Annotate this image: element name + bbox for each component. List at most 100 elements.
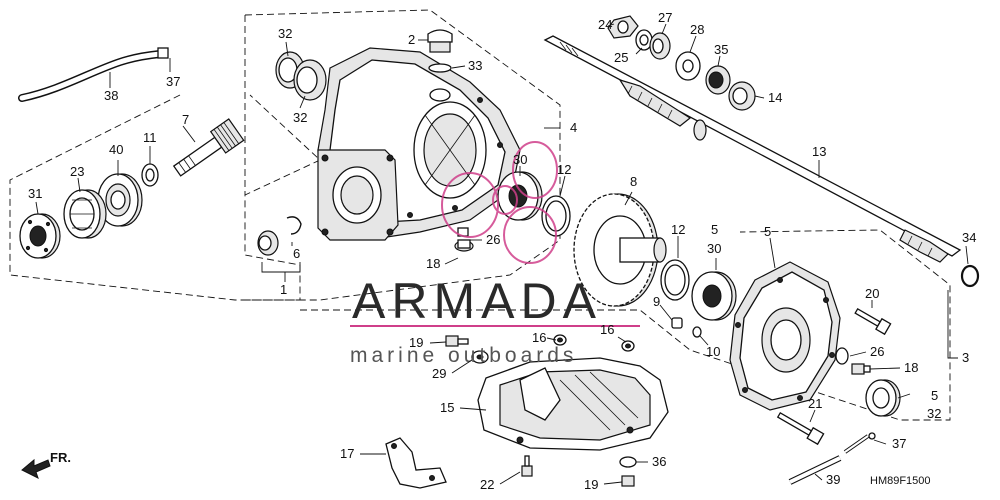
assembly-outline-4 <box>244 9 561 301</box>
callout-5-mid: 5 <box>711 222 718 237</box>
callout-26-left: 26 <box>486 232 500 247</box>
callout-9: 9 <box>653 294 660 309</box>
washer-29 <box>471 350 489 364</box>
callout-33: 33 <box>468 58 482 73</box>
shim-right <box>660 259 690 301</box>
callout-35: 35 <box>714 42 728 57</box>
callout-20: 20 <box>865 286 879 301</box>
dowel-pin <box>671 317 683 329</box>
callout-32-lower: 32 <box>293 110 307 125</box>
cover-bolt-20 <box>854 307 892 336</box>
callout-2: 2 <box>408 32 415 47</box>
callout-34: 34 <box>962 230 976 245</box>
callout-28: 28 <box>690 22 704 37</box>
callout-12-left: 12 <box>557 162 571 177</box>
callout-6: 6 <box>293 246 300 261</box>
shim-washer <box>141 163 159 187</box>
case-bearing <box>497 171 543 221</box>
output-oil-seal <box>865 379 901 417</box>
callout-12-right: 12 <box>671 222 685 237</box>
o-ring <box>428 63 452 73</box>
watermark-logo: ARMADA marine outboards <box>350 273 640 367</box>
breather-cap <box>427 29 453 53</box>
callout-labels: 37 38 40 11 7 23 31 32 32 2 33 4 30 12 8… <box>28 10 976 492</box>
circlip <box>960 264 980 288</box>
assembly-outline-1 <box>9 94 321 301</box>
callout-4: 4 <box>570 120 577 135</box>
callout-22: 22 <box>480 477 494 492</box>
gear-case-cover <box>729 261 841 411</box>
callout-15: 15 <box>440 400 454 415</box>
output-bearing <box>691 271 737 321</box>
drain-bolt <box>454 227 474 252</box>
callout-37-right: 37 <box>892 436 906 451</box>
front-marker-text: FR. <box>50 450 71 465</box>
callout-30-right: 30 <box>707 241 721 256</box>
callout-26-right: 26 <box>870 344 884 359</box>
callout-5-cover: 5 <box>764 224 771 239</box>
callout-36: 36 <box>652 454 666 469</box>
watermark-title: ARMADA <box>352 273 602 329</box>
callout-5-seal: 5 <box>931 388 938 403</box>
callout-16-right: 16 <box>600 322 614 337</box>
spacer-28 <box>675 51 701 81</box>
assembly-outline-3 <box>300 229 951 421</box>
washer-36 <box>619 456 637 468</box>
pinion-gear <box>172 118 245 177</box>
callout-19-bottom: 19 <box>584 477 598 492</box>
ring-gear <box>573 193 667 307</box>
breather-hose <box>18 47 169 102</box>
callout-16-left: 16 <box>532 330 546 345</box>
small-washer <box>692 326 702 338</box>
callout-38: 38 <box>104 88 118 103</box>
callout-21: 21 <box>808 396 822 411</box>
callout-1: 1 <box>280 282 287 297</box>
callout-37-top: 37 <box>166 74 180 89</box>
oil-seal-14 <box>728 81 756 111</box>
needle-bearing <box>257 216 302 256</box>
lock-nut <box>19 213 61 259</box>
callout-32-seal: 32 <box>927 406 941 421</box>
shim-left <box>541 195 571 237</box>
callout-24: 24 <box>598 17 612 32</box>
spring-pin <box>788 455 842 485</box>
front-direction-arrow: FR. <box>21 450 71 479</box>
skid-plate <box>477 357 669 451</box>
bearing-35 <box>705 65 731 95</box>
drive-shaft <box>543 35 962 263</box>
callout-39: 39 <box>826 472 840 487</box>
filler-bolt <box>851 363 871 375</box>
callout-7: 7 <box>182 112 189 127</box>
callout-10: 10 <box>706 344 720 359</box>
castle-nut <box>607 15 639 39</box>
callout-27: 27 <box>658 10 672 25</box>
callout-23: 23 <box>70 164 84 179</box>
callout-18-left: 18 <box>426 256 440 271</box>
callout-11: 11 <box>143 130 157 145</box>
callout-32-top: 32 <box>278 26 292 41</box>
callout-8: 8 <box>630 174 637 189</box>
callout-29: 29 <box>432 366 446 381</box>
callout-3: 3 <box>962 350 969 365</box>
callout-18-right: 18 <box>904 360 918 375</box>
callout-19-top: 19 <box>409 335 423 350</box>
bolt-16-right <box>621 340 635 352</box>
callout-25: 25 <box>614 50 628 65</box>
washer-25 <box>635 29 653 51</box>
sealing-washer-right <box>835 347 849 365</box>
bolt-19-top <box>445 335 469 347</box>
cover-bolt-21 <box>776 411 825 446</box>
callout-17: 17 <box>340 446 354 461</box>
callout-40: 40 <box>109 142 123 157</box>
bolt-22 <box>521 455 533 477</box>
callout-13: 13 <box>812 144 826 159</box>
roller-bearing <box>63 189 107 239</box>
watermark-subtitle: marine outboards <box>350 344 577 367</box>
callout-30-left: 30 <box>513 152 527 167</box>
bolt-19-bottom <box>621 475 635 487</box>
gear-case <box>317 47 521 241</box>
watermark-emblem <box>441 141 558 264</box>
callout-31: 31 <box>28 186 42 201</box>
